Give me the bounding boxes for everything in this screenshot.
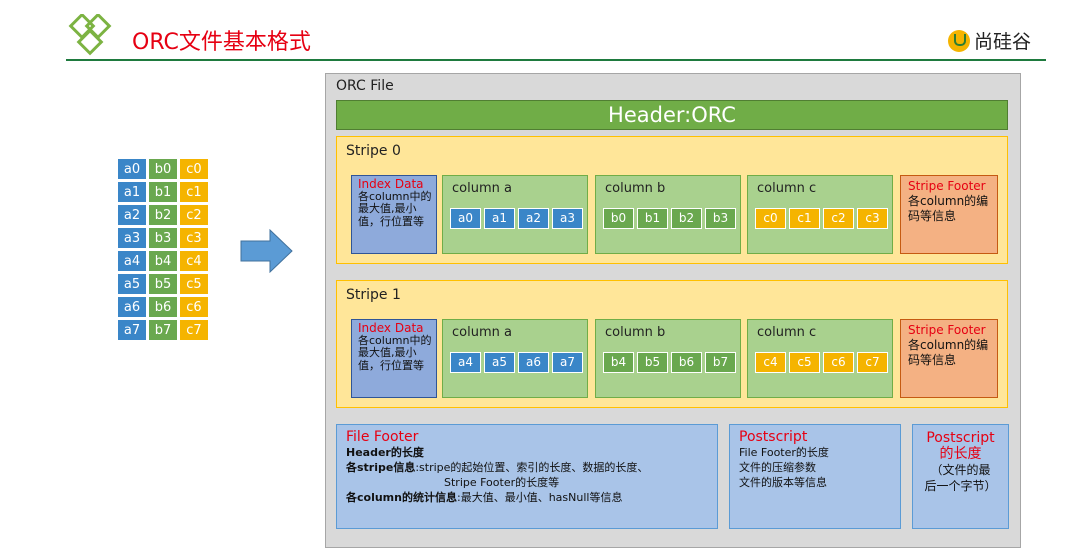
column-value-cell: b0 <box>603 208 634 229</box>
table-cell: c7 <box>179 319 209 341</box>
postscript-length-box: Postscript 的长度 （文件的最 后一个字节） <box>912 424 1009 529</box>
stripe-footer-title: Stripe Footer <box>908 179 986 193</box>
column-value-cell: c0 <box>755 208 786 229</box>
column-value-cell: c3 <box>857 208 888 229</box>
file-footer-box: File Footer Header的长度 各stripe信息:stripe的起… <box>336 424 718 529</box>
table-cell: a0 <box>117 158 147 180</box>
index-data-text: 各column中的最大值,最小值，行位置等 <box>358 189 432 228</box>
table-cell: b1 <box>148 181 178 203</box>
orc-header-bar: Header:ORC <box>336 100 1008 130</box>
stripe-footer-text: 各column的编码等信息 <box>908 338 989 367</box>
right-arrow-icon <box>240 229 293 273</box>
table-cell: b7 <box>148 319 178 341</box>
column-name: column a <box>452 181 512 196</box>
column-name: column a <box>452 325 512 340</box>
table-cell: c0 <box>179 158 209 180</box>
column-value-cell: a0 <box>450 208 481 229</box>
stripe-label: Stripe 0 <box>346 143 401 159</box>
table-cell: b5 <box>148 273 178 295</box>
table-cell: a6 <box>117 296 147 318</box>
table-cell: a7 <box>117 319 147 341</box>
column-value-cell: c2 <box>823 208 854 229</box>
file-footer-line4-bold: 各column的统计信息 <box>346 491 457 504</box>
table-cell: c6 <box>179 296 209 318</box>
column-name: column c <box>757 325 817 340</box>
column-value-cell: b2 <box>671 208 702 229</box>
column-value-cell: a4 <box>450 352 481 373</box>
file-footer-title: File Footer <box>346 429 419 445</box>
column-name: column b <box>605 325 666 340</box>
column-value-cell: a7 <box>552 352 583 373</box>
postscript-length-line2: 后一个字节） <box>924 479 997 493</box>
column-value-cell: b5 <box>637 352 668 373</box>
brand-name: 尚硅谷 <box>974 31 1032 53</box>
table-cell: a2 <box>117 204 147 226</box>
table-cell: a1 <box>117 181 147 203</box>
table-cell: c4 <box>179 250 209 272</box>
column-value-cell: a6 <box>518 352 549 373</box>
postscript-length-title2: 的长度 <box>939 446 982 462</box>
column-name: column c <box>757 181 817 196</box>
table-cell: b6 <box>148 296 178 318</box>
table-cell: b4 <box>148 250 178 272</box>
stripe-footer-title: Stripe Footer <box>908 323 986 337</box>
column-value-cell: b1 <box>637 208 668 229</box>
table-cell: c5 <box>179 273 209 295</box>
index-data-title: Index Data <box>358 177 424 191</box>
table-cell: b0 <box>148 158 178 180</box>
file-footer-line2-text: :stripe的起始位置、索引的长度、数据的长度、 <box>415 461 649 474</box>
logo-diamonds-icon <box>68 14 112 56</box>
header-divider <box>66 59 1046 61</box>
table-cell: a3 <box>117 227 147 249</box>
table-cell: c1 <box>179 181 209 203</box>
postscript-length-title1: Postscript <box>926 430 995 446</box>
stripe-footer-text: 各column的编码等信息 <box>908 194 989 223</box>
orc-file-label: ORC File <box>336 78 394 94</box>
table-cell: c3 <box>179 227 209 249</box>
table-cell: a4 <box>117 250 147 272</box>
file-footer-line4-text: :最大值、最小值、hasNull等信息 <box>456 491 623 504</box>
column-value-cell: b7 <box>705 352 736 373</box>
file-footer-line1: Header的长度 <box>346 446 424 459</box>
column-value-cell: c4 <box>755 352 786 373</box>
column-value-cell: c1 <box>789 208 820 229</box>
column-value-cell: b4 <box>603 352 634 373</box>
column-value-cell: a5 <box>484 352 515 373</box>
column-value-cell: a3 <box>552 208 583 229</box>
index-data-text: 各column中的最大值,最小值，行位置等 <box>358 333 432 372</box>
table-cell: b3 <box>148 227 178 249</box>
table-cell: c2 <box>179 204 209 226</box>
file-footer-line3: Stripe Footer的长度等 <box>444 476 560 489</box>
table-cell: b2 <box>148 204 178 226</box>
index-data-title: Index Data <box>358 321 424 335</box>
brand-logo: 尚硅谷 <box>948 27 1031 54</box>
page-title: ORC文件基本格式 <box>132 30 311 55</box>
column-value-cell: a2 <box>518 208 549 229</box>
column-value-cell: b6 <box>671 352 702 373</box>
column-value-cell: c6 <box>823 352 854 373</box>
postscript-line: File Footer的长度 <box>739 446 829 459</box>
postscript-line: 文件的压缩参数 <box>739 461 816 474</box>
column-name: column b <box>605 181 666 196</box>
stripe-label: Stripe 1 <box>346 287 401 303</box>
table-cell: a5 <box>117 273 147 295</box>
postscript-line: 文件的版本等信息 <box>739 476 827 489</box>
column-value-cell: c5 <box>789 352 820 373</box>
file-footer-line2-bold: 各stripe信息 <box>346 461 416 474</box>
postscript-box: Postscript File Footer的长度 文件的压缩参数 文件的版本等… <box>729 424 901 529</box>
postscript-length-line1: （文件的最 <box>930 463 991 477</box>
column-value-cell: b3 <box>705 208 736 229</box>
brand-mark-icon <box>948 29 970 52</box>
column-value-cell: a1 <box>484 208 515 229</box>
postscript-title: Postscript <box>739 429 808 445</box>
column-value-cell: c7 <box>857 352 888 373</box>
